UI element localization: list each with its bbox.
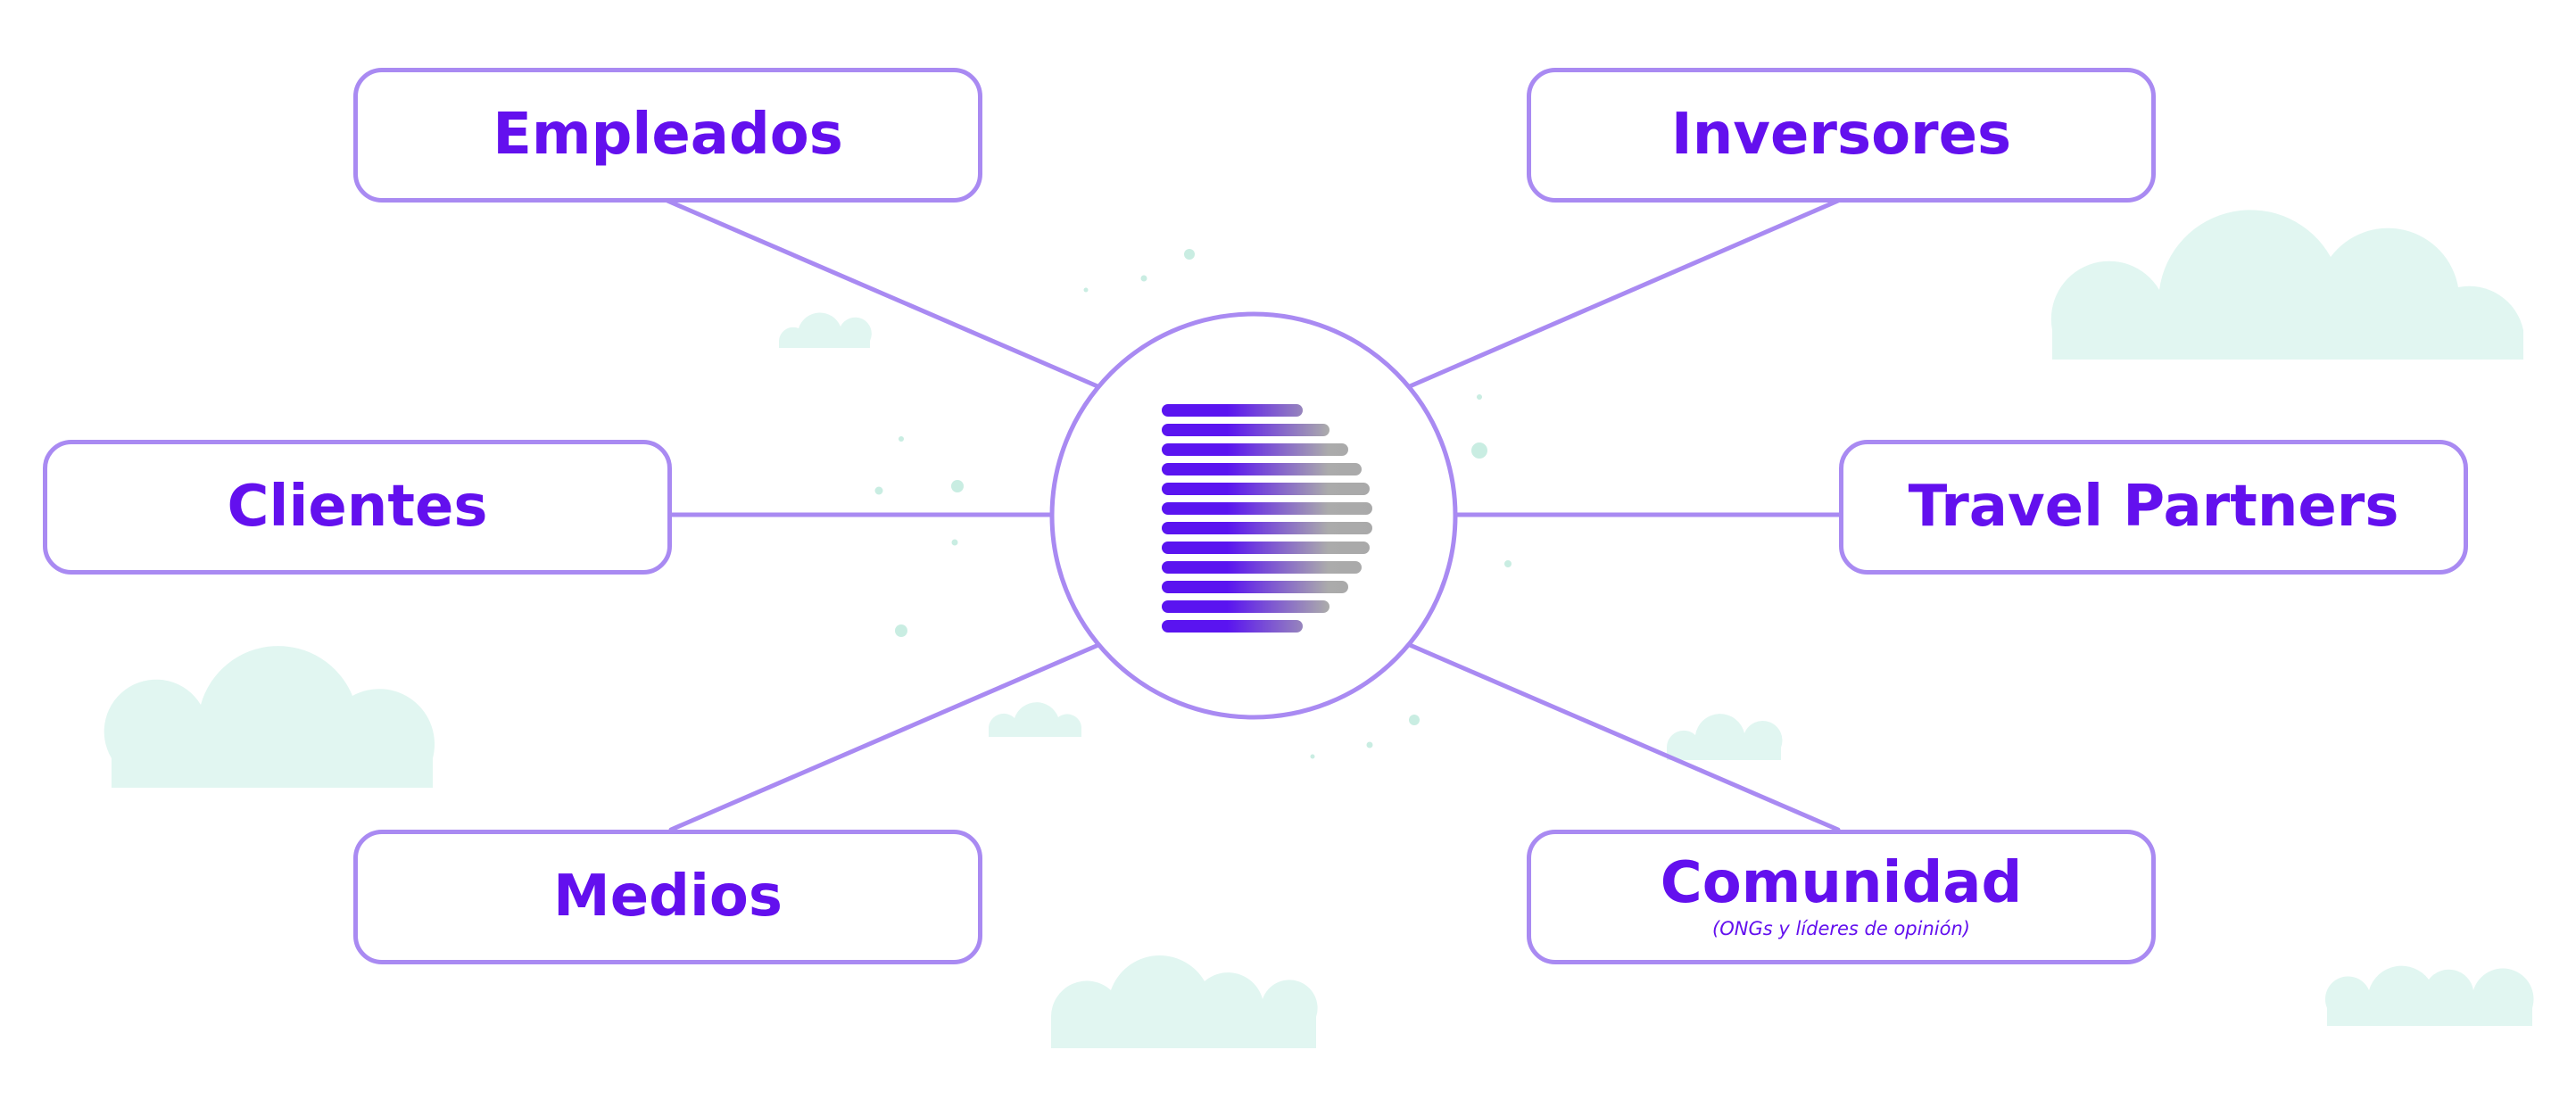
striped-d-logo-icon xyxy=(1162,404,1372,633)
connector-inversores xyxy=(1407,198,1841,389)
node-label: Travel Partners xyxy=(1908,473,2399,540)
connector-medios xyxy=(668,642,1101,832)
center-circle xyxy=(1049,311,1458,720)
cloud-icon xyxy=(779,312,872,348)
connector-comunidad xyxy=(1407,642,1841,832)
node-label: Medios xyxy=(553,863,783,930)
node-comunidad: Comunidad (ONGs y líderes de opinión) xyxy=(1527,830,2156,964)
cloud-icon xyxy=(1666,714,1783,760)
cloud-icon xyxy=(2050,210,2523,360)
node-label: Inversores xyxy=(1670,101,2012,168)
cloud-icon xyxy=(1050,955,1318,1048)
connector-empleados xyxy=(665,198,1100,389)
decorative-dots xyxy=(874,249,1512,759)
cloud-icon xyxy=(989,702,1081,737)
node-medios: Medios xyxy=(353,830,982,964)
cloud-icon xyxy=(2324,965,2534,1026)
cloud-icon xyxy=(104,646,435,788)
node-sublabel: (ONGs y líderes de opinión) xyxy=(1712,917,1970,939)
node-clientes: Clientes xyxy=(43,440,672,575)
node-label: Empleados xyxy=(493,101,843,168)
node-label: Clientes xyxy=(227,473,488,540)
node-label: Comunidad xyxy=(1660,850,2023,917)
node-empleados: Empleados xyxy=(353,68,982,203)
node-inversores: Inversores xyxy=(1527,68,2156,203)
connector-lines xyxy=(665,198,1843,832)
node-travel-partners: Travel Partners xyxy=(1839,440,2468,575)
